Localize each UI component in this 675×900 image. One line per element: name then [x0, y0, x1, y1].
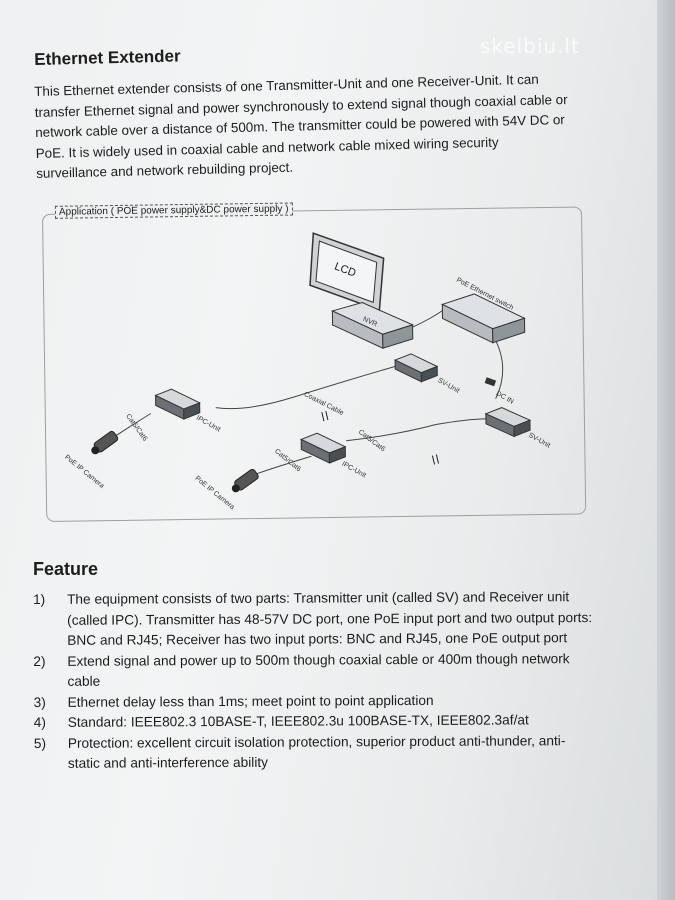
ipc-unit-bottom-label: IPC-Unit [341, 460, 368, 479]
feature-text: Extend signal and power up to 500m thoug… [67, 650, 570, 689]
camera-bottom-label: PoE IP Camera [193, 475, 235, 511]
feature-item: 1) The equipment consists of two parts: T… [33, 587, 593, 651]
dc-in-label: DC IN [495, 390, 515, 405]
sv-unit-right: SV-Unit [484, 407, 551, 450]
feature-item: 2) Extend signal and power up to 500m tho… [33, 649, 593, 693]
feature-number: 5) [33, 735, 47, 751]
camera-left: PoE IP Camera [63, 430, 119, 490]
coaxial-cable-line [215, 364, 401, 410]
dc-in-cable [494, 338, 504, 399]
lcd-monitor: LCD [309, 232, 385, 312]
camera-bottom: PoE IP Camera [193, 468, 259, 511]
application-diagram: Application ( POE power supply&DC power … [42, 202, 587, 522]
page-title: Ethernet Extender [34, 46, 181, 69]
feature-text: Standard: IEEE802.3 10BASE-T, IEEE802.3u… [67, 712, 529, 730]
sv-unit-right-label: SV-Unit [527, 432, 551, 450]
watermark: skelbiu.lt [480, 34, 580, 58]
coaxial-cable-label: Coaxial Cable [303, 391, 345, 417]
ipc-unit-left-label: IPC-Unit [195, 415, 222, 434]
feature-text: Protection: excellent circuit isolation … [67, 732, 566, 771]
sv-unit-top-label: SV-Unit [436, 377, 460, 395]
camera-left-label: PoE IP Camera [63, 454, 105, 490]
feature-number: 1) [33, 591, 46, 607]
feature-number: 3) [33, 694, 46, 710]
intro-paragraph: This Ethernet extender consists of one T… [34, 71, 568, 181]
cat-cable-right-label: Cat5/Cat6 [357, 429, 386, 454]
feature-item: 4) Standard: IEEE802.3 10BASE-T, IEEE802.… [34, 710, 594, 733]
feature-heading: Feature [33, 559, 99, 579]
ipc-unit-bottom: IPC-Unit [299, 432, 368, 480]
feature-number: 2) [33, 653, 46, 669]
ipc-unit-left: IPC-Unit [154, 388, 222, 434]
poe-switch: PoE Ethernet switch [440, 277, 526, 344]
diagram-svg: LCD NVR PoE Ethernet switch SV-U [63, 232, 551, 511]
nvr-box: NVR [330, 302, 414, 350]
page-edge [657, 0, 675, 900]
feature-number: 4) [33, 714, 46, 730]
sv-unit-top: SV-Unit [393, 353, 461, 395]
cat-cable-bottom-right [346, 418, 486, 442]
feature-text: Ethernet delay less than 1ms; meet point… [67, 692, 434, 710]
cable-break-marks [321, 410, 440, 465]
feature-item: 5) Protection: excellent circuit isolatio… [34, 731, 594, 775]
dc-in-adapter: DC IN [484, 377, 515, 406]
feature-item: 3) Ethernet delay less than 1ms; meet poi… [34, 690, 594, 713]
feature-list: 1) The equipment consists of two parts: T… [33, 587, 594, 774]
feature-text: The equipment consists of two parts: Tra… [67, 589, 593, 648]
